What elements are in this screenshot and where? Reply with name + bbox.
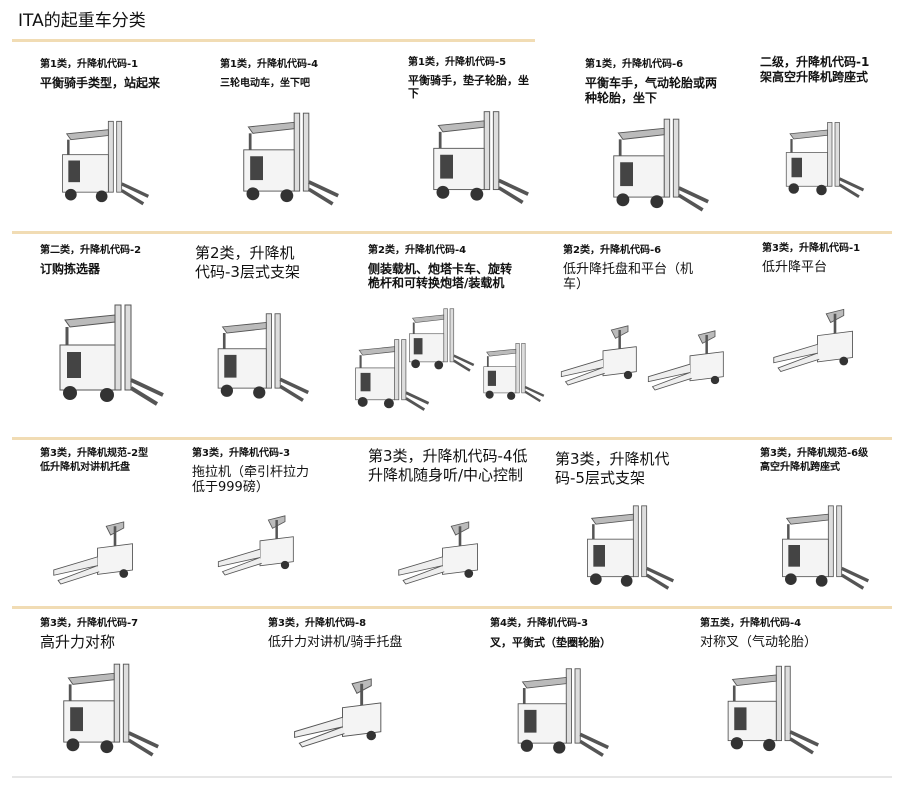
lift-code: 第2类，升降机代码-4 (368, 245, 467, 256)
forklift-illustration (45, 295, 165, 415)
lift-desc: 架高空升降机跨座式 (760, 70, 869, 84)
lift-code: 第二类，升降机代码-2 (40, 245, 142, 256)
lift-desc: 低升降托盘和平台（机车） (563, 262, 694, 292)
forklift-illustration (230, 100, 340, 218)
class-card: 第3类，升降机规范-6级高空升降机跨座式 (760, 447, 895, 474)
lift-desc: 对称叉（气动轮胎） (700, 635, 818, 650)
lift-desc: 高升力对称 (40, 633, 116, 651)
forklift-illustration (50, 655, 160, 765)
lift-desc: 平衡骑手，垫子轮胎，坐下 (408, 74, 529, 100)
class-card: 第2类，升降机代码-6 低升降托盘和平台（机车） (563, 244, 708, 292)
lift-desc: 叉，平衡式（垫圈轮胎） (490, 636, 611, 649)
forklift-illustration (600, 110, 710, 220)
lift-desc: 升降机随身听/中心控制 (368, 466, 524, 484)
lift-code: 第3类，升降机代码-7 (40, 618, 139, 629)
class-card: 第3类，升降机代码-7 高升力对称 (40, 617, 220, 650)
page-title: ITA的起重车分类 (18, 11, 146, 31)
forklift-illustration (420, 100, 530, 215)
lift-code: 第1类，升降机代码-4 (220, 59, 319, 70)
lift-code: 第1类，升降机代码-5 (408, 57, 507, 68)
forklift-illustration (475, 330, 545, 415)
class-card: 第1类，升降机代码-1 平衡骑手类型，站起来 (40, 58, 170, 91)
lift-desc: 侧装载机、炮塔卡车、旋转桅杆和可转换炮塔/装载机 (368, 262, 513, 290)
pallet-truck-illustration (640, 315, 740, 405)
lift-code: 第3类，升降机规范-2型 (40, 448, 149, 459)
pallet-truck-illustration (553, 310, 653, 400)
lift-code: 第3类，升降机代码-8 (268, 618, 367, 629)
lift-code: 第2类，升降机 (195, 244, 295, 262)
lift-code: 第3类，升降机规范-6级 (760, 448, 869, 459)
class-card: 第2类，升降机代码-4 侧装载机、炮塔卡车、旋转桅杆和可转换炮塔/装载机 (368, 244, 513, 290)
divider (12, 39, 535, 42)
class-card: 第3类，升降机代码-5层式支架 (555, 450, 685, 488)
forklift-illustration (775, 100, 865, 220)
lift-code: 第3类，升降机代码-3 (192, 448, 291, 459)
lift-code: 第1类，升降机代码-1 (40, 59, 139, 70)
lift-desc: 平衡骑手类型，站起来 (40, 76, 161, 90)
class-card: 第3类，升降机代码-8 低升力对讲机/骑手托盘 (268, 617, 448, 650)
lift-desc: 三轮电动车，坐下吧 (220, 78, 310, 89)
lift-desc: 低升降机对讲机托盘 (40, 462, 130, 473)
lift-code: 第五类，升降机代码-4 (700, 618, 802, 629)
class-card: 第1类，升降机代码-4 三轮电动车，坐下吧 (220, 58, 360, 91)
lift-desc: 低升降平台 (762, 260, 828, 275)
divider (12, 437, 892, 440)
pallet-truck-illustration (45, 515, 150, 590)
lift-code: 第3类，升降机代 (555, 450, 670, 468)
divider (12, 231, 892, 234)
lift-code: 第3类，升降机代码-4低 (368, 447, 528, 465)
class-card: 第1类，升降机代码-5 平衡骑手，垫子轮胎，坐下 (408, 56, 533, 100)
forklift-illustration (575, 495, 675, 600)
lift-code: 第4类，升降机代码-3 (490, 618, 589, 629)
tractor-illustration (210, 495, 310, 595)
pallet-truck-illustration (285, 665, 400, 760)
class-card: 第3类，升降机规范-2型低升降机对讲机托盘 (40, 447, 180, 474)
class-card: 第3类，升降机代码-1 低升降平台 (762, 242, 892, 275)
forklift-illustration (205, 295, 310, 420)
class-card: 第二类，升降机代码-2 订购拣选器 (40, 244, 180, 277)
pallet-truck-illustration (390, 510, 495, 595)
lift-desc: 平衡车手，气动轮胎或两种轮胎，坐下 (585, 76, 718, 105)
lift-desc: 码-5层式支架 (555, 469, 645, 487)
class-card: 第4类，升降机代码-3 叉，平衡式（垫圈轮胎） (490, 617, 670, 650)
forklift-illustration (505, 655, 610, 770)
forklift-illustration (715, 655, 820, 765)
forklift-illustration (770, 495, 870, 600)
pallet-truck-illustration (765, 305, 870, 375)
class-card: 第五类，升降机代码-4 对称叉（气动轮胎） (700, 617, 880, 650)
class-card: 第2类，升降机代码-3层式支架 (195, 244, 345, 282)
lift-desc: 代码-3层式支架 (195, 263, 300, 281)
class-card: 第1类，升降机代码-6 平衡车手，气动轮胎或两种轮胎，坐下 (585, 58, 720, 106)
forklift-illustration (400, 300, 475, 380)
forklift-illustration (50, 108, 150, 218)
class-card: 第3类，升降机代码-4低升降机随身听/中心控制 (368, 447, 538, 485)
class-card: 第3类，升降机代码-3 拖拉机（牵引杆拉力低于999磅） (192, 447, 312, 495)
lift-code: 二级，升降机代码-1 (760, 55, 870, 69)
lift-desc: 订购拣选器 (40, 262, 101, 276)
lift-code: 第1类，升降机代码-6 (585, 59, 684, 70)
lift-desc: 低升力对讲机/骑手托盘 (268, 635, 403, 650)
divider (12, 606, 892, 609)
divider (12, 776, 892, 778)
lift-code: 第3类，升降机代码-1 (762, 243, 861, 254)
lift-desc: 高空升降机跨座式 (760, 462, 840, 473)
lift-code: 第2类，升降机代码-6 (563, 245, 662, 256)
lift-desc: 拖拉机（牵引杆拉力低于999磅） (192, 465, 310, 495)
